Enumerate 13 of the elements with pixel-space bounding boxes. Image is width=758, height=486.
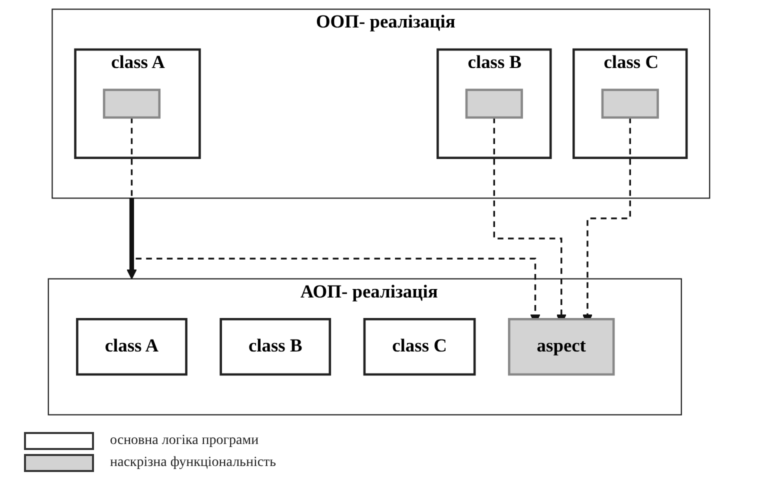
cluster: class C — [572, 48, 688, 159]
node-bar — [465, 88, 523, 119]
node-bar — [601, 88, 659, 119]
cluster: class B — [436, 48, 552, 159]
cluster: class A — [74, 48, 201, 159]
node-box: class B — [220, 318, 332, 376]
legend-text: наскрізна функціональність — [110, 455, 276, 471]
node-box: aspect — [508, 318, 615, 376]
legend-text: основна логіка програми — [110, 433, 259, 449]
node-box: class C — [363, 318, 476, 376]
node-box: class A — [76, 318, 188, 376]
node-bar — [102, 88, 161, 119]
arrow — [126, 198, 137, 280]
